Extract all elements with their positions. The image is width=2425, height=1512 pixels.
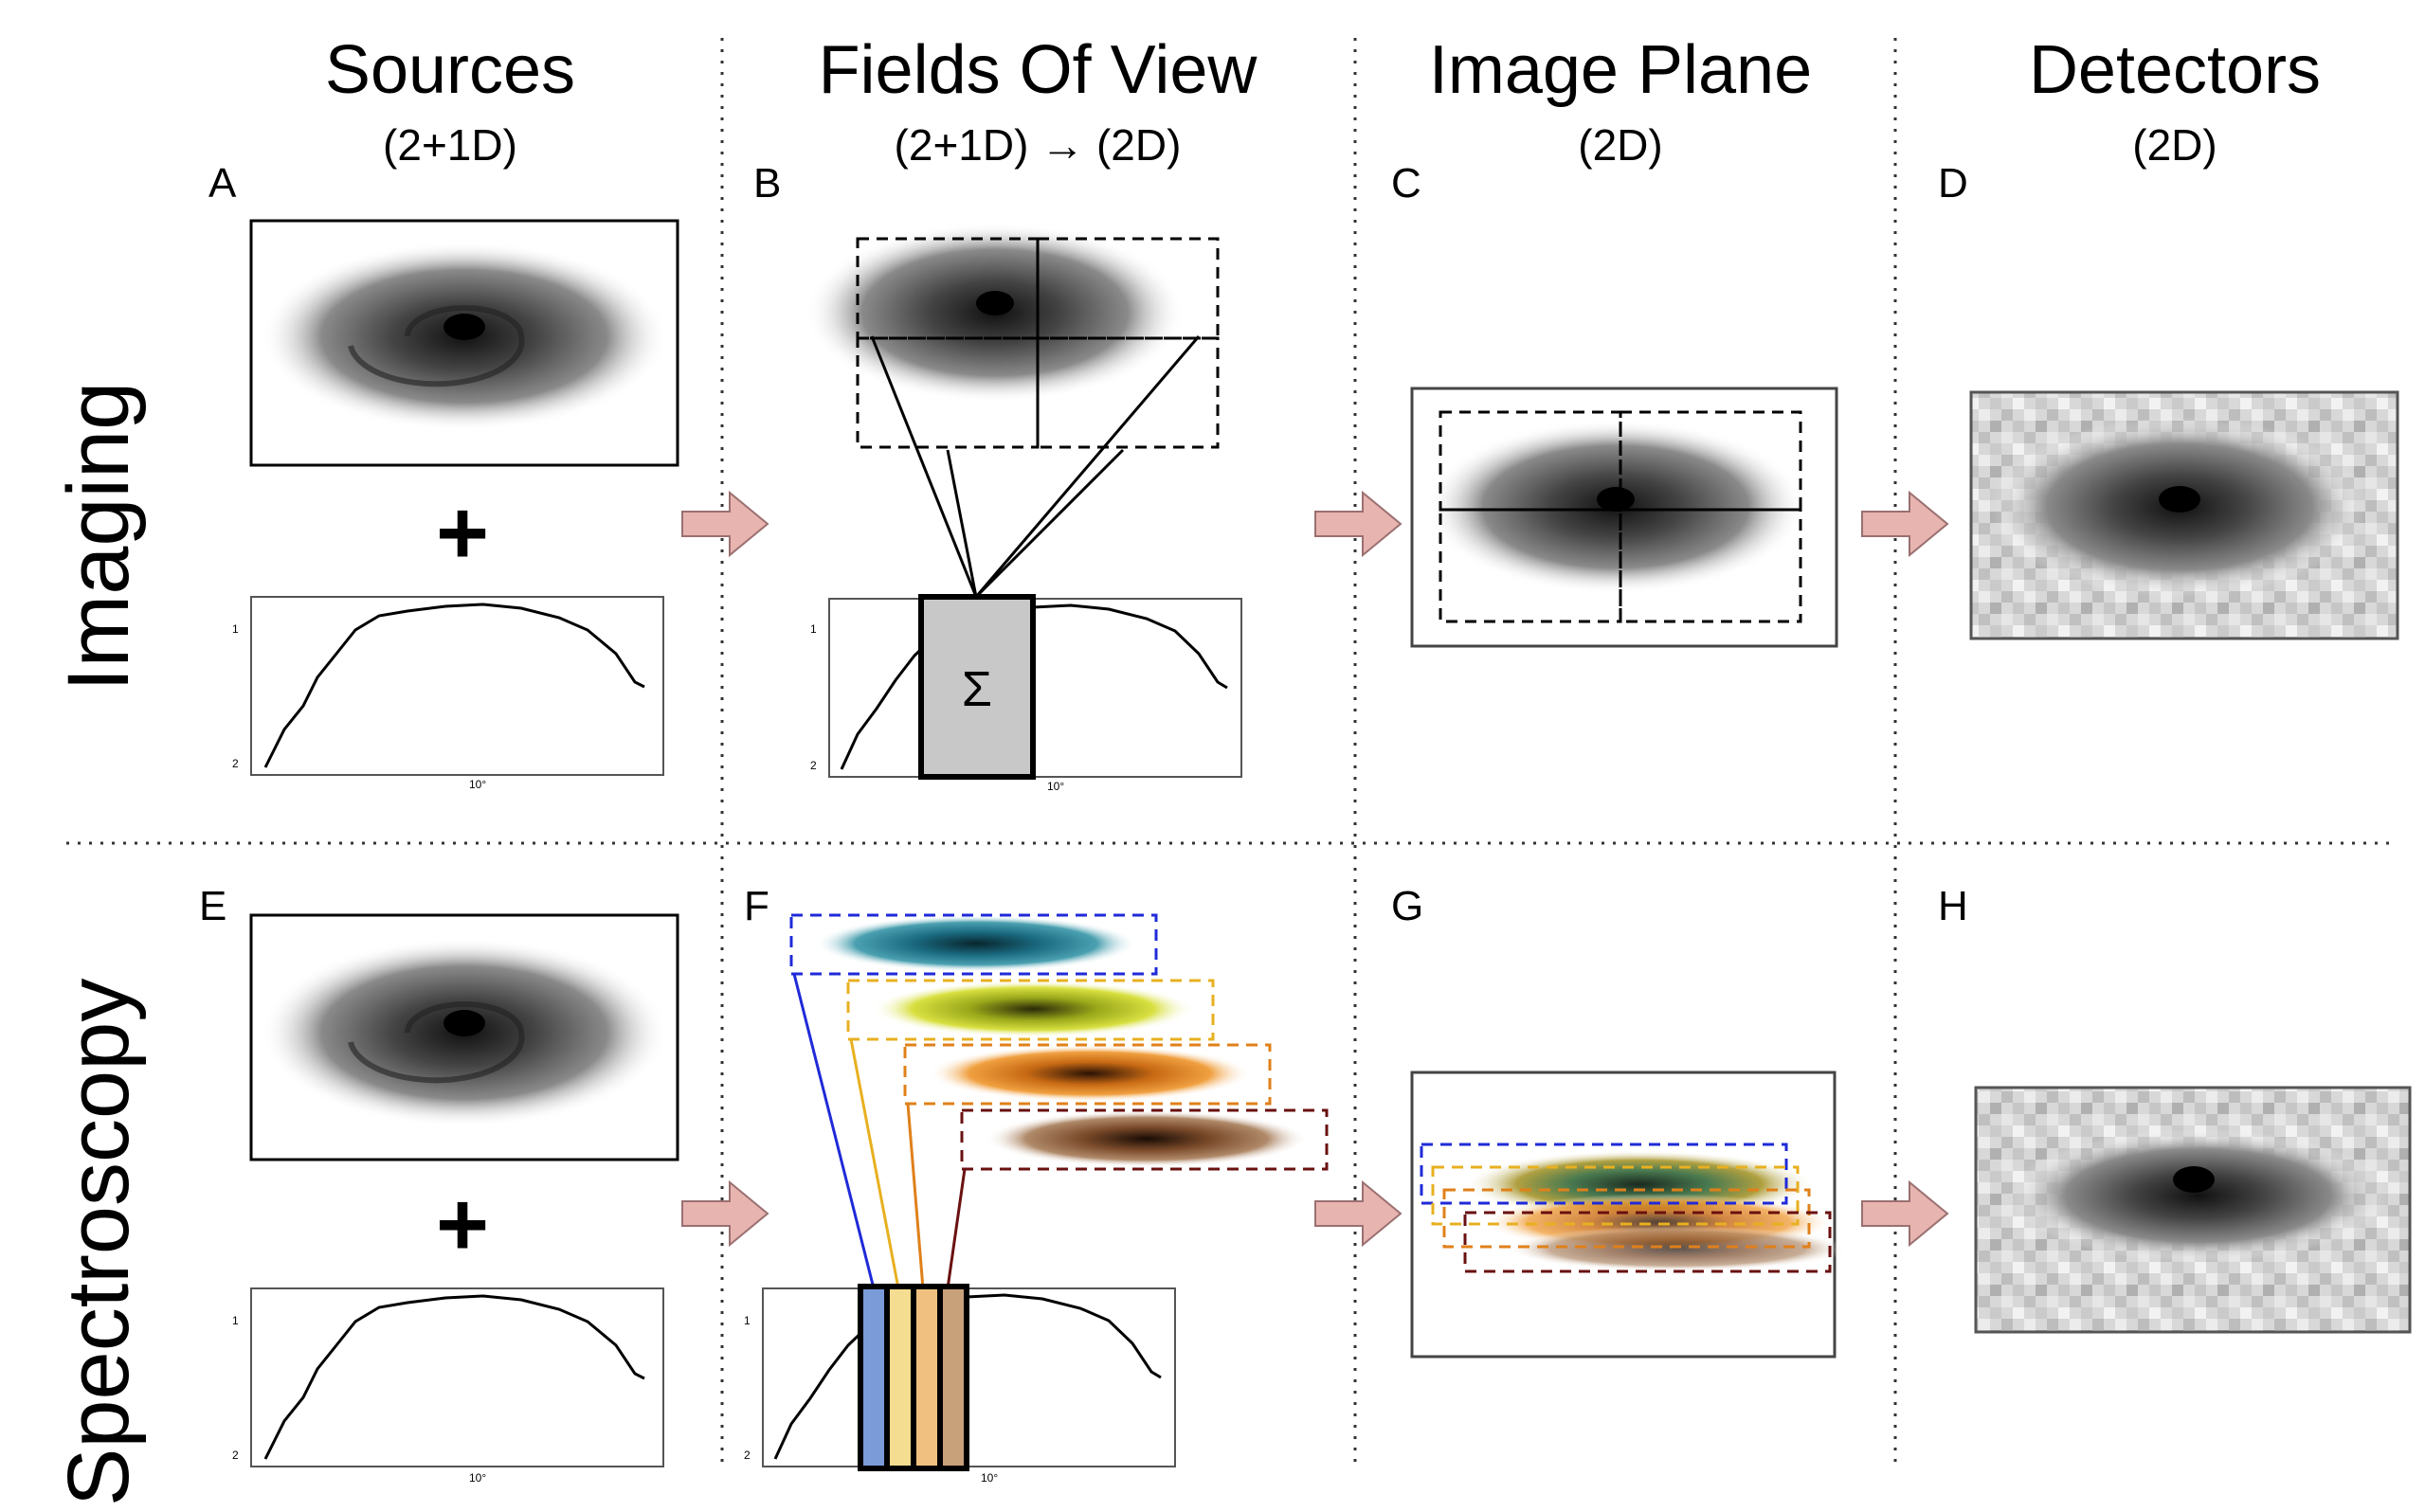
panel-e-spectrum-plot: 1 2 10° <box>232 1287 664 1485</box>
svg-text:2: 2 <box>810 759 817 772</box>
svg-text:1: 1 <box>744 1314 751 1327</box>
right-arrow-icon-a-b <box>681 490 769 558</box>
svg-text:2: 2 <box>232 1449 239 1462</box>
right-arrow-icon-f-g <box>1314 1179 1403 1248</box>
panel-g-image-plane <box>1410 1071 1848 1359</box>
svg-text:1: 1 <box>810 622 817 636</box>
svg-text:10°: 10° <box>1047 780 1064 793</box>
panel-b-fov-galaxy <box>805 223 1185 403</box>
panel-d-noisy-detector <box>1969 390 2399 640</box>
panel-label-f: F <box>744 883 769 929</box>
svg-text:1: 1 <box>232 1314 239 1327</box>
svg-text:10°: 10° <box>469 778 486 791</box>
right-arrow-icon-e-f <box>681 1179 769 1248</box>
panel-label-h: H <box>1938 883 1968 929</box>
svg-text:10°: 10° <box>981 1471 998 1485</box>
panel-label-e: E <box>199 883 227 929</box>
column-title-fields-of-view: Fields Of View <box>818 32 1258 108</box>
panel-label-d: D <box>1938 160 1968 207</box>
panel-f-wavelength-slices <box>858 1284 969 1471</box>
panel-h-noisy-detector <box>1974 1086 2412 1334</box>
plus-sign-spectroscopy: + <box>436 1174 490 1275</box>
right-arrow-icon-g-h <box>1861 1179 1949 1248</box>
column-title-sources: Sources <box>324 32 576 108</box>
column-title-image-plane: Image Plane <box>1428 32 1813 108</box>
right-arrow-icon-b-c <box>1314 490 1403 558</box>
sum-box <box>918 594 1036 780</box>
panel-f-fov-slices <box>789 913 1329 1171</box>
svg-text:2: 2 <box>744 1449 751 1462</box>
sum-symbol: Σ <box>962 662 992 717</box>
panel-c-image-plane <box>1410 387 1838 648</box>
column-subtitle-sources: (2+1D) <box>383 120 517 170</box>
svg-text:1: 1 <box>232 622 239 636</box>
plus-sign-imaging: + <box>436 482 490 584</box>
column-title-detectors: Detectors <box>2028 32 2322 108</box>
right-arrow-icon-c-d <box>1861 490 1949 558</box>
panel-label-c: C <box>1391 160 1421 207</box>
panel-label-a: A <box>208 160 237 207</box>
svg-text:10°: 10° <box>469 1471 486 1485</box>
panel-a-spectrum-plot: 1 2 10° <box>232 596 664 791</box>
panel-label-b: B <box>753 160 782 207</box>
panel-f-projection-lines <box>792 973 967 1289</box>
panel-b-dashed-fov-boxes <box>856 237 1220 449</box>
panel-a-galaxy-image <box>249 219 679 467</box>
svg-text:2: 2 <box>232 757 239 770</box>
column-subtitle-detectors: (2D) <box>2132 120 2217 170</box>
column-subtitle-fields-of-view: (2+1D) → (2D) <box>894 120 1182 170</box>
column-subtitle-image-plane: (2D) <box>1578 120 1663 170</box>
panel-e-galaxy-image <box>249 913 679 1161</box>
panel-b-projection-lines <box>870 335 1201 599</box>
panel-label-g: G <box>1391 883 1424 929</box>
